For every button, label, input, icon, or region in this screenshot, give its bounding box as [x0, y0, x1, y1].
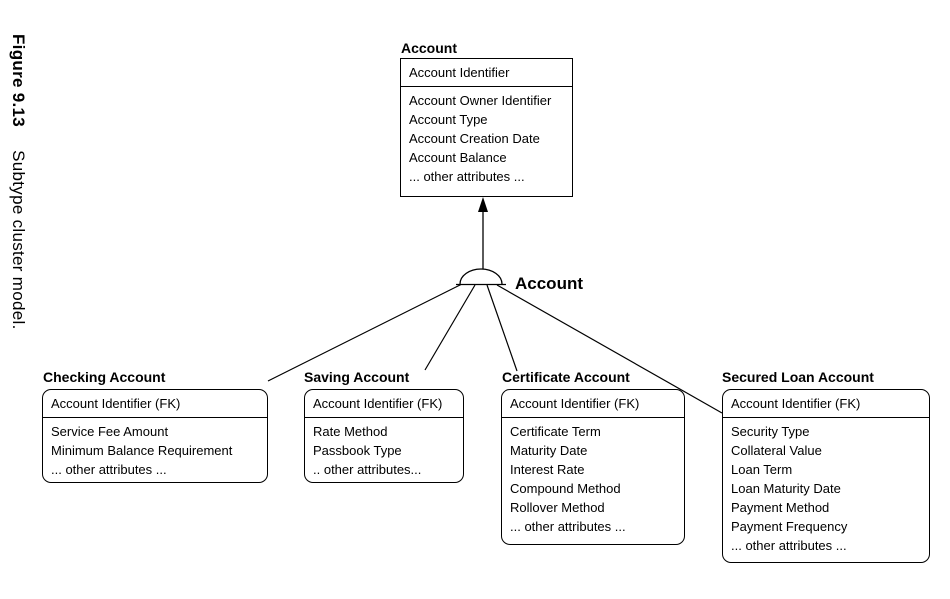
primary-key: Account Identifier (FK): [510, 396, 640, 411]
attribute-row: Loan Term: [731, 462, 793, 477]
attribute-row: ... other attributes ...: [510, 519, 626, 534]
primary-key: Account Identifier (FK): [731, 396, 861, 411]
attribute-row: .. other attributes...: [313, 462, 422, 477]
attributes-compartment: Certificate Term Maturity Date Interest …: [502, 418, 684, 536]
key-compartment: Account Identifier (FK): [305, 390, 463, 418]
entity-checking-account: Account Identifier (FK) Service Fee Amou…: [42, 389, 268, 483]
entity-title-checking-account: Checking Account: [43, 369, 166, 385]
figure-number: Figure 9.13: [9, 34, 28, 128]
connector-saving-line: [424, 284, 476, 371]
attribute-row: Compound Method: [510, 481, 621, 496]
connector-secured-loan-line: [496, 284, 723, 414]
attributes-compartment: Service Fee Amount Minimum Balance Requi…: [43, 418, 267, 479]
attribute-row: Service Fee Amount: [51, 424, 169, 439]
entity-title-account: Account: [401, 40, 457, 56]
subtype-cluster-symbol: [459, 268, 503, 285]
connector-checking-line: [267, 283, 463, 382]
entity-account: Account Identifier Account Owner Identif…: [400, 58, 573, 197]
attribute-row: ... other attributes ...: [51, 462, 167, 477]
attribute-row: Maturity Date: [510, 443, 588, 458]
figure-caption-text: Subtype cluster model.: [9, 150, 28, 330]
attribute-row: Account Type: [409, 112, 488, 127]
primary-key: Account Identifier (FK): [313, 396, 443, 411]
connector-supertype-arrowhead: [478, 197, 488, 212]
key-compartment: Account Identifier: [401, 59, 572, 87]
attribute-row: Certificate Term: [510, 424, 601, 439]
cluster-label-account: Account: [515, 274, 583, 293]
attribute-row: Collateral Value: [731, 443, 822, 458]
entity-title-certificate-account: Certificate Account: [502, 369, 630, 385]
attribute-row: Security Type: [731, 424, 810, 439]
entity-certificate-account: Account Identifier (FK) Certificate Term…: [501, 389, 685, 545]
entity-title-secured-loan-account: Secured Loan Account: [722, 369, 874, 385]
primary-key: Account Identifier (FK): [51, 396, 181, 411]
attribute-row: Loan Maturity Date: [731, 481, 841, 496]
primary-key: Account Identifier: [409, 65, 510, 80]
entity-title-saving-account: Saving Account: [304, 369, 410, 385]
attribute-row: Minimum Balance Requirement: [51, 443, 233, 458]
attribute-row: Rollover Method: [510, 500, 605, 515]
entity-saving-account: Account Identifier (FK) Rate Method Pass…: [304, 389, 464, 483]
attributes-compartment: Account Owner Identifier Account Type Ac…: [401, 87, 572, 186]
attribute-row: ... other attributes ...: [731, 538, 847, 553]
connector-certificate-line: [486, 284, 518, 372]
attribute-row: Account Balance: [409, 150, 507, 165]
entity-secured-loan-account: Account Identifier (FK) Security Type Co…: [722, 389, 930, 563]
attribute-row: Passbook Type: [313, 443, 402, 458]
figure-caption: Figure 9.13 Subtype cluster model.: [8, 34, 28, 330]
attribute-row: Account Creation Date: [409, 131, 540, 146]
key-compartment: Account Identifier (FK): [43, 390, 267, 418]
key-compartment: Account Identifier (FK): [723, 390, 929, 418]
attribute-row: Payment Method: [731, 500, 830, 515]
attribute-row: Rate Method: [313, 424, 388, 439]
attributes-compartment: Rate Method Passbook Type .. other attri…: [305, 418, 463, 479]
key-compartment: Account Identifier (FK): [502, 390, 684, 418]
attribute-row: ... other attributes ...: [409, 169, 525, 184]
attribute-row: Account Owner Identifier: [409, 93, 552, 108]
attribute-row: Payment Frequency: [731, 519, 848, 534]
attributes-compartment: Security Type Collateral Value Loan Term…: [723, 418, 929, 555]
attribute-row: Interest Rate: [510, 462, 585, 477]
